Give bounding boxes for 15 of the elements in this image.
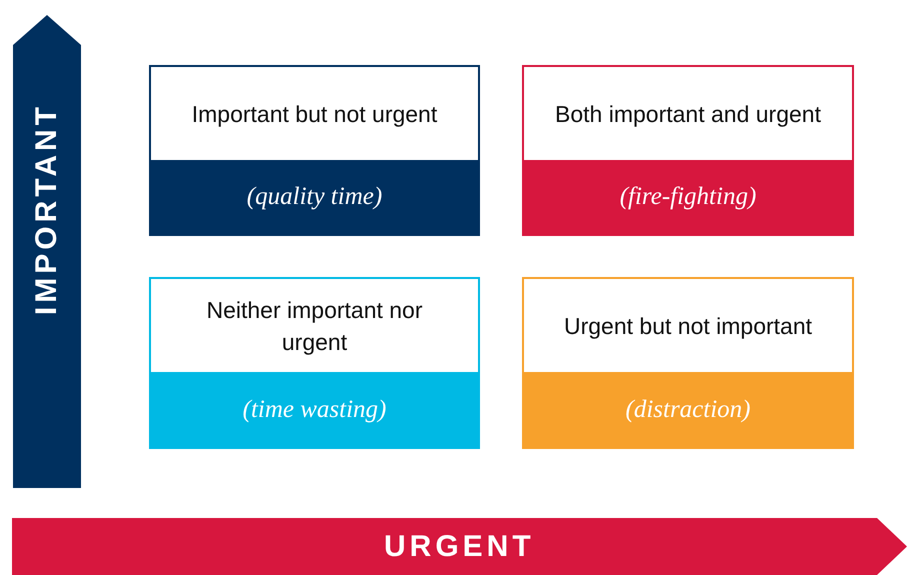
quadrant-box	[522, 65, 854, 236]
category-label: (time wasting)	[151, 372, 478, 447]
axis-arrow	[13, 15, 81, 488]
quadrant-title: Important but not urgent	[192, 100, 438, 129]
quadrant-box	[149, 277, 480, 449]
category-label: (distraction)	[524, 372, 852, 447]
axis-label: URGENT	[384, 530, 535, 564]
quadrant-title: Neither important nor urgent	[205, 296, 424, 357]
quadrant-box	[149, 65, 480, 236]
quadrant-title: Urgent but not important	[564, 312, 812, 341]
quadrant-box	[522, 277, 854, 449]
category-label: (fire-fighting)	[524, 160, 852, 234]
category-label: (quality time)	[151, 160, 478, 234]
quadrant-title: Both important and urgent	[555, 100, 821, 129]
axis-label: IMPORTANT	[30, 103, 64, 316]
